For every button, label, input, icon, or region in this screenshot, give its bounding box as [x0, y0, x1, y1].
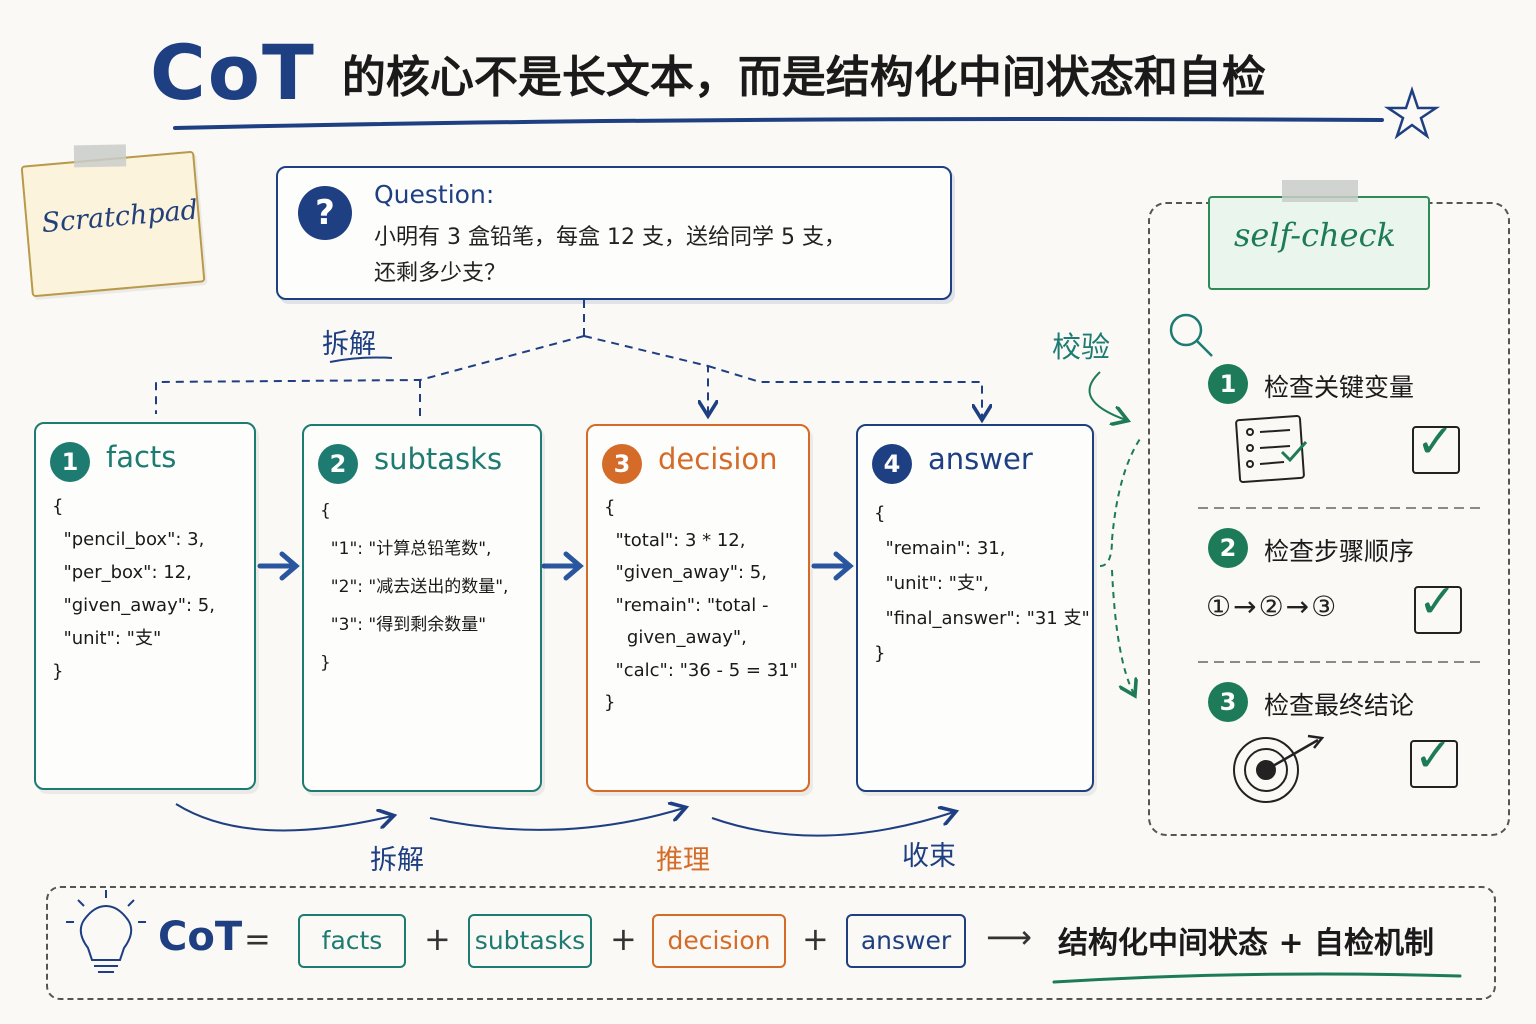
question-mark-icon: ?: [298, 186, 352, 240]
formula-plus: +: [610, 920, 637, 958]
checkmark-icon: ✓: [1418, 574, 1457, 628]
checkbox-2[interactable]: ✓: [1414, 574, 1462, 634]
page-title: CoT 的核心不是长文本，而是结构化中间状态和自检: [150, 28, 1266, 117]
question-line-1: 小明有 3 盒铅笔，每盒 12 支，送给同学 5 支，: [374, 225, 846, 250]
formula-lhs: CoT: [158, 914, 243, 960]
self-check-label: self-check: [1234, 216, 1396, 254]
question-text: 小明有 3 盒铅笔，每盒 12 支，送给同学 5 支， 还剩多少支？: [374, 220, 934, 292]
step-number: 1: [50, 442, 90, 482]
title-prefix: CoT: [150, 28, 316, 117]
card-json: { "pencil_box": 3, "per_box": 12, "given…: [52, 496, 215, 682]
tape: [1282, 180, 1358, 202]
self-check-tag: self-check: [1208, 180, 1430, 290]
tape: [73, 144, 127, 168]
formula-plus: +: [424, 920, 451, 958]
formula-term-facts: facts: [298, 914, 406, 968]
checkmark-icon: ✓: [1414, 728, 1453, 782]
formula-result: 结构化中间状态 + 自检机制: [1058, 926, 1435, 961]
card-title: answer: [928, 442, 1033, 476]
check-number-3: 3: [1208, 682, 1248, 722]
check-number-1: 1: [1208, 364, 1248, 404]
card-json: { "1": "计算总铅笔数", "2": "减去送出的数量", "3": "得…: [320, 501, 509, 673]
formula-term-decision: decision: [652, 914, 786, 968]
card-title: subtasks: [374, 442, 503, 476]
flow-label-converge: 收束: [902, 841, 956, 872]
question-line-2: 还剩多少支？: [374, 261, 507, 286]
card-facts: 1 facts { "pencil_box": 3, "per_box": 12…: [34, 422, 256, 790]
card-subtasks: 2 subtasks { "1": "计算总铅笔数", "2": "减去送出的数…: [302, 424, 542, 792]
question-label: Question:: [374, 180, 495, 209]
flow-label-decompose-top: 拆解: [322, 329, 376, 360]
card-title: decision: [658, 442, 778, 476]
checkbox-3[interactable]: ✓: [1410, 728, 1458, 788]
check-number-2: 2: [1208, 528, 1248, 568]
scratchpad-note: Scratchpad: [20, 144, 206, 298]
check-text-3: 检查最终结论: [1264, 691, 1415, 720]
card-answer: 4 answer { "remain": 31, "unit": "支", "f…: [856, 424, 1094, 792]
check-text-2: 检查步骤顺序: [1264, 537, 1415, 566]
checkmark-icon: ✓: [1416, 414, 1455, 468]
formula-box: [46, 886, 1496, 1000]
flow-label-reason: 推理: [656, 845, 710, 876]
title-text: 的核心不是长文本，而是结构化中间状态和自检: [341, 51, 1266, 103]
formula-plus: +: [802, 920, 829, 958]
checkbox-1[interactable]: ✓: [1412, 414, 1460, 474]
question-box: ? Question: 小明有 3 盒铅笔，每盒 12 支，送给同学 5 支， …: [276, 166, 952, 300]
card-title: facts: [106, 440, 177, 474]
step-number: 3: [602, 444, 642, 484]
formula-equals: =: [244, 920, 271, 958]
step-number: 4: [872, 444, 912, 484]
title-underline: [173, 117, 1384, 130]
flow-label-verify: 校验: [1052, 330, 1111, 364]
formula-term-answer: answer: [846, 914, 966, 968]
check-text-1: 检查关键变量: [1264, 373, 1415, 402]
formula-arrow: ⟶: [986, 918, 1032, 956]
formula-term-subtasks: subtasks: [468, 914, 592, 968]
star-icon: [1383, 86, 1441, 140]
step-sequence: ①→②→③: [1206, 590, 1339, 623]
card-json: { "total": 3 * 12, "given_away": 5, "rem…: [604, 497, 798, 713]
card-decision: 3 decision { "total": 3 * 12, "given_awa…: [586, 424, 810, 792]
flow-label-decompose: 拆解: [370, 845, 424, 876]
card-json: { "remain": 31, "unit": "支", "final_answ…: [874, 503, 1090, 664]
scratchpad-label: Scratchpad: [40, 194, 200, 240]
step-number: 2: [318, 444, 358, 484]
